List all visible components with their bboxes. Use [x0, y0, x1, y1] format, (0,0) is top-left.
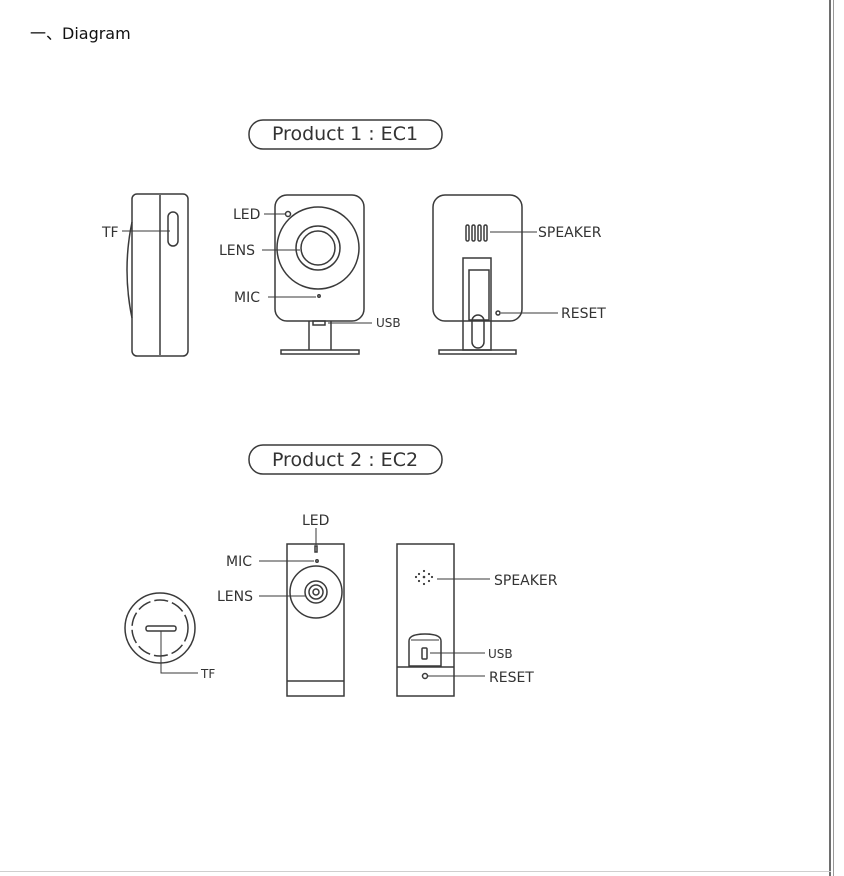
ec2-label-speaker: SPEAKER — [494, 573, 558, 589]
product1-title: Product 1 : EC1 — [272, 123, 418, 145]
product2-title-frame — [248, 444, 443, 475]
ec2-led-indicator — [314, 545, 318, 553]
ec1-led-indicator — [284, 210, 292, 218]
tf-card-slot — [167, 211, 179, 247]
ec1-speaker-grille — [465, 224, 488, 242]
ec1-label-reset: RESET — [561, 306, 606, 322]
ec2-speaker-holes — [414, 569, 434, 586]
ec2-usb-module — [408, 633, 442, 667]
ec2-back-view — [396, 543, 490, 697]
ec1-back-view — [432, 194, 558, 355]
ec1-label-tf: TF — [101, 225, 119, 241]
ec2-label-reset: RESET — [489, 670, 534, 686]
page-right-border-secondary — [833, 0, 834, 876]
ec1-reset-hole — [495, 310, 501, 316]
ec2-reset-hole — [421, 672, 429, 680]
ec2-tf-slot — [145, 625, 177, 632]
product2-title: Product 2 : EC2 — [272, 449, 418, 471]
ec1-label-led: LED — [233, 207, 260, 223]
ec2-usb-port — [421, 647, 428, 660]
ec2-label-lens: LENS — [217, 589, 253, 605]
ec1-side-view — [122, 193, 189, 357]
product-diagram: Product 1 : EC1 TF LED LENS MIC USB SPEA… — [101, 119, 606, 697]
ec1-label-lens: LENS — [219, 243, 255, 259]
ec1-label-mic: MIC — [234, 290, 260, 306]
ec2-front-view — [259, 528, 345, 697]
ec1-usb-port — [312, 320, 326, 326]
ec2-label-led: LED — [302, 513, 329, 529]
page-right-border — [829, 0, 831, 876]
page-bottom-border — [0, 871, 831, 872]
page-heading: 一、Diagram — [30, 24, 131, 43]
product1-title-frame — [248, 119, 443, 150]
ec1-label-speaker: SPEAKER — [538, 225, 602, 241]
ec1-label-usb: USB — [376, 316, 401, 330]
ec2-top-view — [124, 592, 198, 674]
ec1-mic-hole — [317, 294, 321, 298]
ec2-label-tf: TF — [200, 667, 215, 681]
ec2-mic-hole — [315, 559, 319, 563]
ec1-front-view — [262, 194, 372, 355]
ec2-label-mic: MIC — [226, 554, 252, 570]
ec2-label-usb: USB — [488, 647, 513, 661]
